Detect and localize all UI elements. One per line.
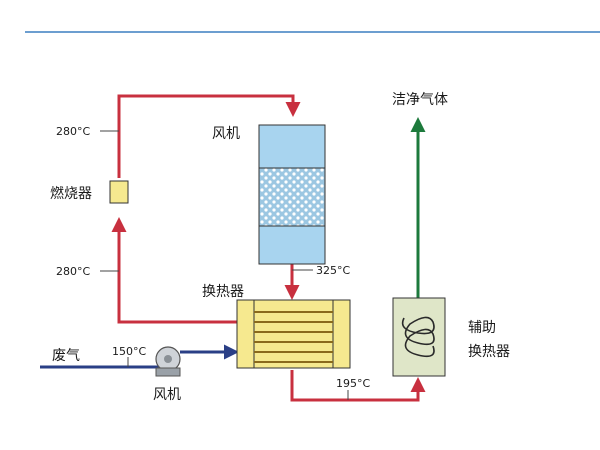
label-fan-top: 风机 — [212, 126, 240, 142]
label-heat-exchanger: 换热器 — [202, 283, 244, 300]
heat-exchanger — [236, 299, 351, 369]
aux-heat-exchanger — [392, 297, 446, 377]
hot-line-burner-to-reactor — [117, 94, 301, 178]
label-fan-bottom: 风机 — [153, 387, 181, 403]
temp-hx-out: 195°C — [336, 377, 370, 390]
hot-line-hx-to-burner — [111, 217, 240, 324]
label-burner: 燃烧器 — [50, 185, 92, 202]
label-aux-hx-line1: 辅助 — [468, 320, 496, 336]
temp-reactor-out: 325°C — [316, 264, 350, 277]
temp-waste-in: 150°C — [112, 345, 146, 358]
burner-box — [109, 180, 129, 204]
fan-icon — [155, 346, 181, 377]
label-aux-hx-line2: 换热器 — [468, 343, 510, 360]
label-waste-gas: 废气 — [52, 348, 80, 364]
label-clean-gas: 洁净气体 — [392, 92, 448, 108]
temp-burner-out: 280°C — [56, 125, 90, 138]
hot-line-hx-to-aux — [290, 370, 426, 402]
temp-burner-in: 280°C — [56, 265, 90, 278]
reactor-vessel — [258, 124, 326, 265]
